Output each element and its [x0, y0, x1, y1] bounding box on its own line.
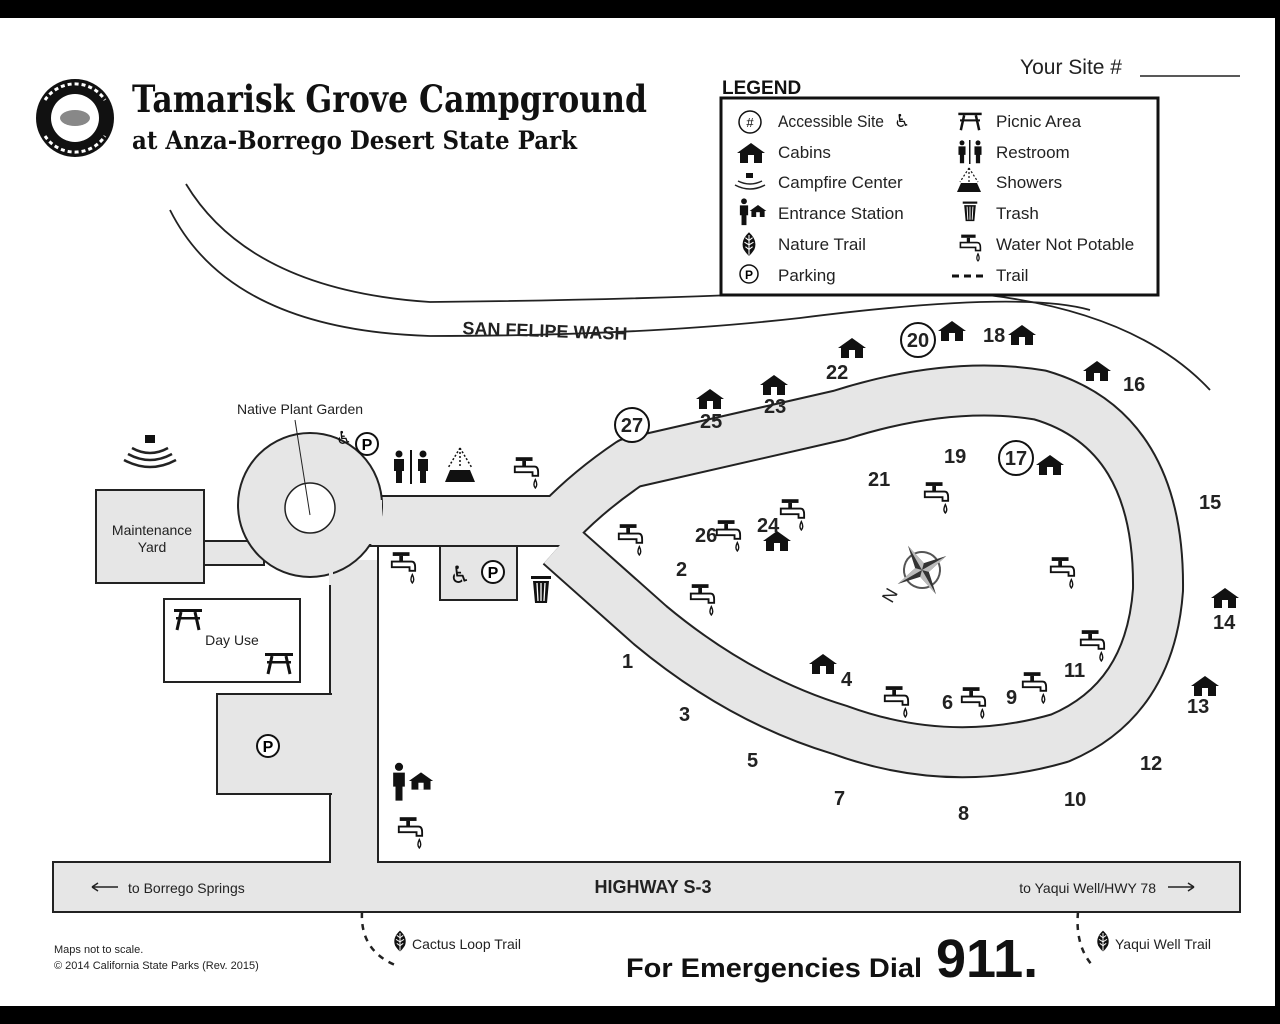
showers-icon — [445, 447, 475, 482]
showers-icon — [957, 167, 981, 192]
campfire-center-icon — [734, 173, 766, 190]
maintenance-yard-label: Maintenance — [112, 522, 192, 538]
site-13: 13 — [1187, 696, 1209, 718]
accessible-icon: ♿ — [336, 428, 352, 448]
legend-label: Accessible Site — [778, 112, 884, 131]
page-title: Tamarisk Grove Campground — [132, 77, 647, 121]
legend-label: Picnic Area — [996, 112, 1082, 131]
parking-symbol: P — [355, 432, 379, 456]
accessible-sites: 27 20 17 — [614, 322, 1034, 476]
legend-label: Trail — [996, 266, 1028, 285]
legend-label: Water Not Potable — [996, 235, 1134, 254]
compass-rose-icon — [897, 545, 947, 595]
site-14: 14 — [1213, 612, 1236, 634]
arrow-left-icon — [91, 882, 118, 892]
site-26: 26 — [695, 525, 717, 547]
legend-icons: # P — [734, 110, 986, 284]
day-use-area — [163, 598, 301, 683]
highway-label: HIGHWAY S-3 — [594, 877, 711, 897]
parking-icon: P — [739, 264, 759, 284]
native-plant-garden-label: Native Plant Garden — [237, 401, 363, 417]
day-use-label: Day Use — [205, 632, 259, 648]
legend-label: Trash — [996, 204, 1039, 223]
site-2: 2 — [676, 559, 687, 581]
site-7: 7 — [834, 788, 845, 810]
parking-symbol: P — [481, 560, 505, 584]
site-10: 10 — [1064, 789, 1086, 811]
site-11: 11 — [1064, 660, 1085, 682]
legend-label: Nature Trail — [778, 235, 866, 254]
site-17: 17 — [1005, 448, 1027, 470]
maintenance-yard — [95, 489, 205, 584]
yaqui-well-trail-line[interactable] — [1076, 911, 1093, 966]
site-6: 6 — [942, 692, 953, 714]
site-23: 23 — [764, 396, 786, 418]
arrow-right-icon — [1168, 882, 1195, 892]
site-27: 27 — [621, 415, 643, 437]
legend-label: Parking — [778, 266, 836, 285]
campfire-center-icon — [123, 435, 177, 469]
page-subtitle: at Anza-Borrego Desert State Park — [132, 126, 578, 155]
legend-label: Cabins — [778, 143, 831, 162]
your-site-label: Your Site # — [1020, 56, 1122, 79]
emergency-label: For Emergencies Dial — [626, 953, 922, 983]
site-18: 18 — [983, 325, 1005, 347]
site-4: 4 — [841, 669, 853, 691]
legend-title: LEGEND — [722, 78, 801, 99]
site-numbers: 1 2 3 4 5 6 7 8 9 10 11 12 13 14 15 16 1… — [622, 325, 1236, 825]
accessible-icon: ♿ — [894, 111, 910, 131]
to-borrego-springs-label: to Borrego Springs — [128, 880, 245, 896]
roads — [52, 364, 1241, 913]
legend-box — [719, 96, 1160, 297]
site-25: 25 — [700, 411, 722, 433]
restroom-icon — [958, 140, 982, 164]
site-8: 8 — [958, 803, 969, 825]
legend-label: Showers — [996, 173, 1062, 192]
emergency-number: 911. — [936, 929, 1038, 989]
san-felipe-wash — [169, 183, 1211, 391]
site-5: 5 — [747, 750, 758, 772]
site-19: 19 — [944, 446, 966, 468]
yaqui-well-trail-label[interactable]: Yaqui Well Trail — [1115, 936, 1211, 952]
site-22: 22 — [826, 362, 848, 384]
site-15: 15 — [1199, 492, 1221, 514]
accessible-icon: ♿ — [449, 562, 471, 589]
california-state-parks-logo — [36, 79, 114, 157]
site-1: 1 — [622, 651, 633, 673]
cactus-loop-trail-label[interactable]: Cactus Loop Trail — [412, 936, 521, 952]
to-yaqui-well-label: to Yaqui Well/HWY 78 — [1019, 880, 1156, 896]
accessible-site-icon — [738, 110, 762, 134]
legend-label: Campfire Center — [778, 173, 903, 192]
svg-text:P: P — [488, 565, 499, 582]
site-3: 3 — [679, 704, 690, 726]
svg-text:P: P — [362, 437, 373, 454]
legend-label: Entrance Station — [778, 204, 904, 223]
cactus-loop-trail-line[interactable] — [360, 911, 396, 967]
maintenance-yard-label: Yard — [138, 539, 167, 555]
restroom-icon — [394, 450, 428, 484]
highway-s3 — [52, 861, 1241, 913]
site-20: 20 — [907, 330, 929, 352]
site-9: 9 — [1006, 687, 1017, 709]
parking-lot-center — [439, 546, 518, 601]
site-12: 12 — [1140, 753, 1162, 775]
svg-text:#: # — [746, 115, 754, 130]
scale-note: Maps not to scale. — [54, 944, 143, 956]
site-24: 24 — [757, 515, 780, 537]
svg-text:P: P — [263, 739, 274, 756]
site-16: 16 — [1123, 374, 1145, 396]
site-21: 21 — [868, 469, 890, 491]
legend-label: Restroom — [996, 143, 1070, 162]
copyright: © 2014 California State Parks (Rev. 2015… — [54, 960, 259, 972]
parking-symbol: P — [256, 734, 280, 758]
svg-text:P: P — [745, 268, 753, 282]
